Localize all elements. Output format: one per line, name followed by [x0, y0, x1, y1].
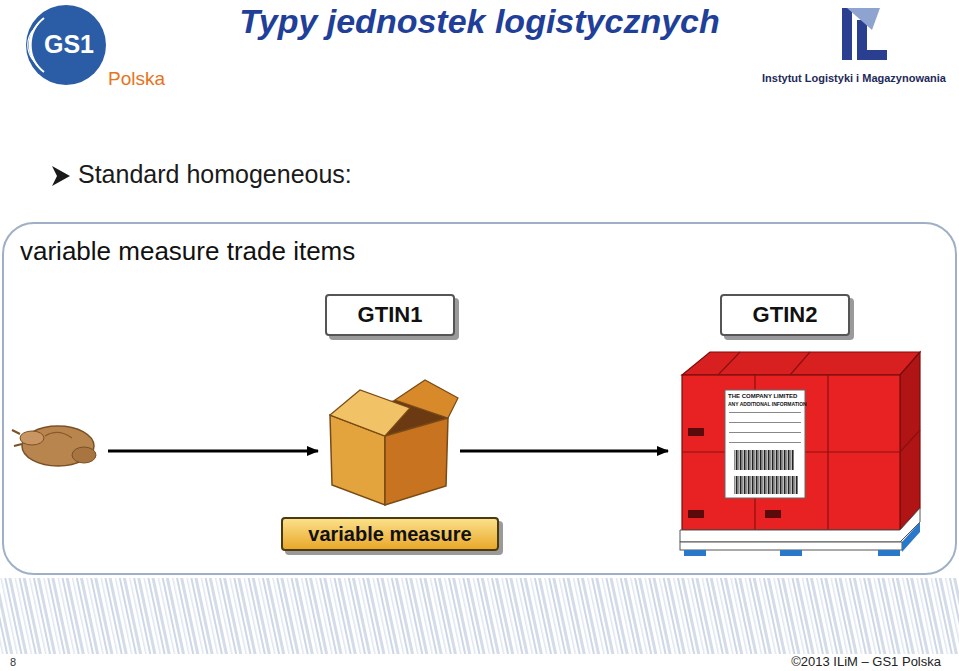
institute-name: Instytut Logistyki i Magazynowania [762, 72, 946, 84]
group-panel: variable measure trade itemsGTIN1 GTIN2 va… [2, 222, 957, 575]
box-text: variable measure [308, 523, 471, 546]
pallet-label-text: THE COMPANY LIMITED [728, 393, 797, 399]
measure-label-box: variable measure [281, 517, 499, 551]
bullet-text: Standard homogeneous: [78, 160, 352, 189]
copyright: ©2013 ILiM – GS1 Polska [791, 654, 941, 669]
logo-subtext: Polska [108, 68, 165, 90]
page-number: 8 [10, 656, 16, 668]
slide-title: Typy jednostek logistycznych [0, 2, 959, 41]
logo-text: GS1 [44, 30, 94, 59]
box-text: GTIN2 [753, 302, 818, 328]
box-text: GTIN1 [358, 302, 423, 328]
gtin-label-box: GTIN1 [325, 294, 455, 336]
panel-heading: variable measure trade items [20, 236, 355, 267]
gtin-label-box: GTIN2 [720, 294, 850, 336]
pallet-label-text: ANY ADDITIONAL INFORMATION [728, 401, 807, 407]
